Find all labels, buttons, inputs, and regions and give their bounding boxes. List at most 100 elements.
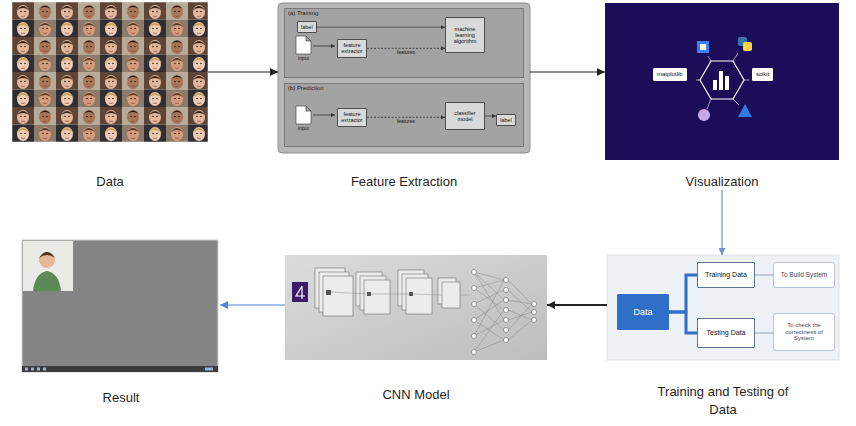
edge-label-anchor: features bbox=[397, 50, 415, 56]
band-title: (b) Prediction bbox=[285, 84, 523, 93]
visualization-figure bbox=[605, 3, 839, 160]
flow-arrow bbox=[317, 27, 445, 28]
feature-extraction-figure bbox=[278, 3, 530, 153]
visualization-figure bbox=[733, 53, 738, 61]
cnn-figure bbox=[315, 268, 460, 316]
cnn-figure bbox=[292, 282, 308, 302]
box-text: To check the correctness of System bbox=[777, 322, 831, 343]
cnn-figure bbox=[413, 294, 442, 295]
result-screenshot bbox=[22, 366, 218, 372]
data-box: Data bbox=[617, 294, 669, 330]
label-box: label bbox=[496, 114, 516, 126]
feature-extraction-figure bbox=[296, 106, 311, 124]
box-text: machine learning algorithm bbox=[449, 26, 481, 45]
cnn-figure bbox=[371, 294, 409, 295]
cnn-figure bbox=[532, 302, 537, 307]
stage-caption: Data bbox=[12, 174, 208, 190]
cnn-figure bbox=[442, 282, 460, 308]
cnn-figure bbox=[504, 298, 509, 303]
visualization-figure bbox=[738, 104, 752, 117]
result-screenshot bbox=[25, 368, 28, 371]
split-box: Training Data bbox=[697, 262, 755, 288]
cnn-figure bbox=[472, 334, 477, 339]
flow-arrow bbox=[220, 304, 285, 305]
flow-arrow bbox=[721, 190, 722, 255]
visualization-figure bbox=[696, 80, 700, 81]
label-anchor: input bbox=[298, 126, 309, 132]
train-test-panel bbox=[607, 255, 839, 360]
flow-arrow bbox=[755, 333, 773, 334]
cnn-figure bbox=[406, 278, 432, 314]
cnn-figure bbox=[532, 310, 537, 315]
visualization-figure bbox=[700, 61, 744, 99]
feature-extraction-figure bbox=[313, 46, 335, 47]
box-text: Data bbox=[633, 307, 652, 317]
box-text: classifier model bbox=[449, 110, 481, 123]
visualization-figure bbox=[696, 53, 749, 109]
visualization-figure bbox=[733, 99, 739, 105]
cnn-figure bbox=[472, 350, 477, 355]
cnn-figure bbox=[296, 286, 305, 299]
result-screenshot bbox=[22, 240, 218, 372]
box-text: label bbox=[500, 117, 512, 123]
edge-label: features bbox=[397, 119, 415, 125]
panel-image-area bbox=[12, 2, 208, 174]
face-mosaic bbox=[12, 2, 208, 142]
box-text: feature extractor bbox=[341, 42, 363, 55]
label-anchor: input bbox=[298, 56, 309, 62]
feature-extraction-figure bbox=[284, 8, 524, 78]
box-text: feature extractor bbox=[341, 111, 363, 124]
flow-arrow bbox=[208, 71, 278, 72]
prediction-band: (b) Prediction feature extractor classifie… bbox=[284, 83, 524, 147]
visualization-figure bbox=[708, 56, 711, 61]
visualization-panel: Visualizationmatplotlibscikit bbox=[605, 3, 839, 190]
stage-caption: Feature Extraction bbox=[278, 174, 530, 190]
cnn-figure bbox=[504, 278, 509, 283]
result-screenshot bbox=[39, 252, 55, 268]
feature-extraction-figure bbox=[296, 36, 311, 54]
panel-image-area bbox=[605, 3, 839, 174]
result-screenshot bbox=[39, 252, 55, 258]
cnn-model-panel: CNN Model bbox=[285, 255, 547, 403]
icon-caption: input bbox=[298, 126, 309, 132]
dataset-panel: Data bbox=[12, 2, 208, 190]
edge-label-anchor: features bbox=[397, 119, 415, 125]
flow-arrow bbox=[755, 275, 773, 276]
classifier-box: classifier model bbox=[445, 102, 485, 130]
purpose-box: To check the correctness of System bbox=[773, 313, 835, 351]
result-screenshot bbox=[205, 368, 213, 371]
visualization-figure bbox=[725, 76, 729, 90]
feature-extraction-figure bbox=[278, 3, 530, 153]
cnn-figure bbox=[504, 288, 509, 293]
stage-caption: Visualization bbox=[605, 174, 839, 190]
visualization-figure bbox=[698, 109, 710, 121]
purpose-box: To Build System bbox=[773, 262, 835, 288]
edge-label: features bbox=[397, 50, 415, 56]
result-screenshot bbox=[22, 240, 218, 372]
flow-arrow bbox=[367, 117, 445, 118]
result-screenshot bbox=[33, 271, 61, 291]
cnn-figure bbox=[504, 308, 509, 313]
flow-arrow bbox=[485, 116, 496, 117]
visualization-figure bbox=[743, 42, 752, 51]
cnn-figure bbox=[326, 290, 331, 295]
icon-caption: input bbox=[298, 56, 309, 62]
visualization-figure bbox=[707, 99, 711, 109]
cnn-figure bbox=[504, 318, 509, 323]
cnn-figure bbox=[326, 290, 413, 296]
feature-extractor-box: feature extractor bbox=[337, 39, 367, 58]
cnn-figure bbox=[323, 276, 353, 316]
library-tag: matplotlib bbox=[653, 68, 687, 81]
panel-image-area bbox=[22, 238, 220, 390]
cnn-figure bbox=[409, 292, 413, 296]
result-screenshot bbox=[37, 368, 40, 371]
visualization-figure bbox=[697, 41, 709, 53]
result-screenshot bbox=[25, 368, 213, 371]
train-test-panel: Training and Testing of DataDataTraining… bbox=[607, 255, 839, 419]
box-text: matplotlib bbox=[657, 71, 683, 78]
cnn-figure bbox=[285, 255, 547, 360]
result-screenshot bbox=[31, 368, 34, 371]
box-text: Training Data bbox=[705, 271, 747, 279]
flow-arrow bbox=[669, 275, 697, 312]
